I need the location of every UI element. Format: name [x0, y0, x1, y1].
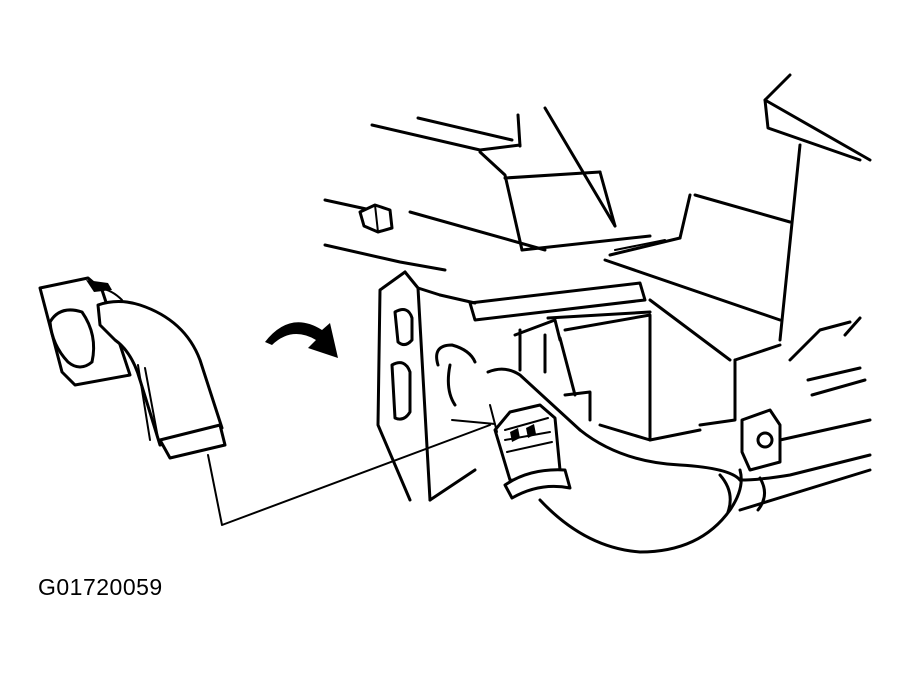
leader-line: [207, 424, 491, 526]
housing-upper: [323, 73, 872, 342]
housing-middle: [438, 281, 867, 442]
lower-hose: [435, 343, 872, 554]
right-bracket: [740, 408, 872, 472]
curved-arrow-icon: [265, 322, 338, 358]
figure-code: G01720059: [38, 574, 163, 600]
mounting-plate: [376, 270, 477, 502]
detached-elbow: [38, 276, 227, 460]
outlet-fitting: [451, 403, 572, 500]
